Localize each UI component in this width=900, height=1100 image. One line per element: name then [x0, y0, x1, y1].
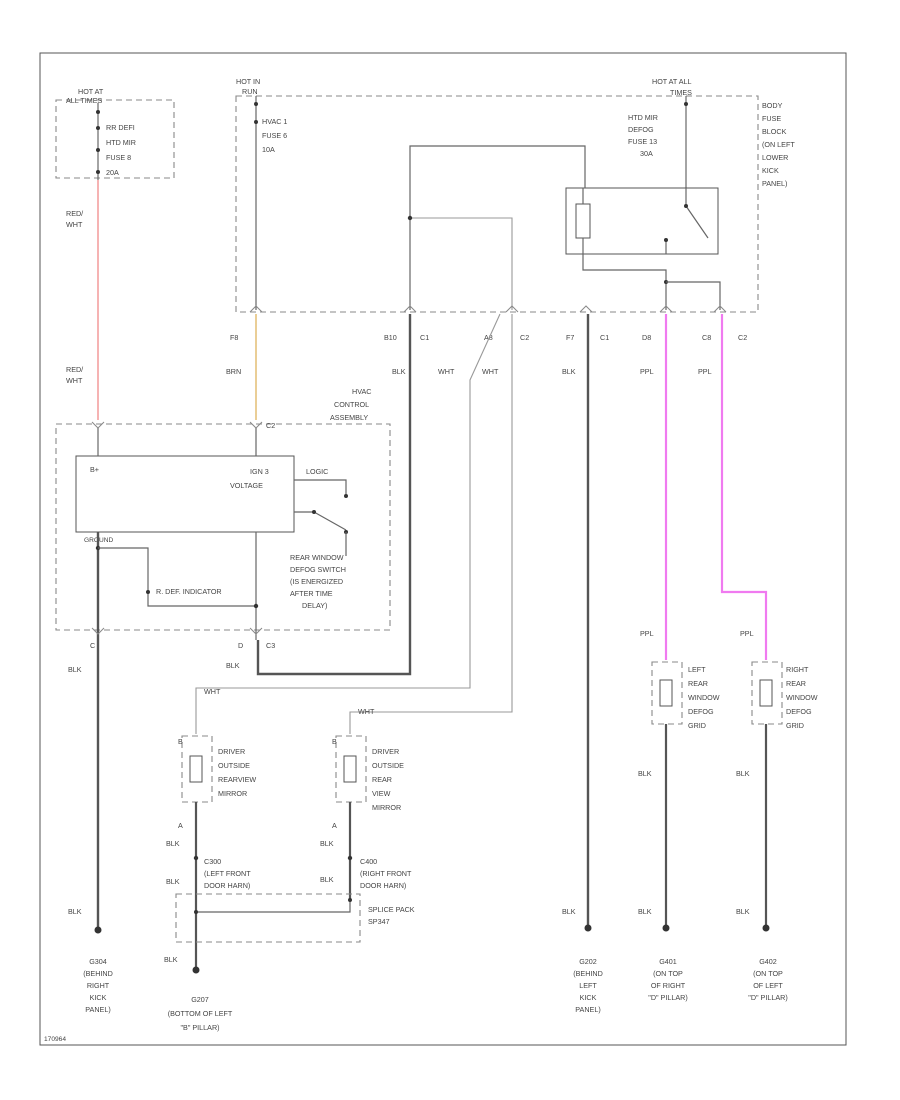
wire-label-blk-pm: BLK	[320, 839, 334, 848]
fuse-box-left	[55, 99, 175, 179]
conn-c1b: C1	[600, 333, 609, 342]
logic-label: LOGIC	[306, 467, 328, 476]
pin-b-right: B	[332, 737, 337, 746]
wire-label-blk-g202: BLK	[562, 907, 576, 916]
wire-blk-b10	[256, 314, 412, 676]
wire-wht-a8	[195, 313, 501, 734]
wire-label-red-wht-bot: RED/WHT	[66, 365, 83, 385]
left-grid-box	[651, 661, 683, 725]
rr-def-indicator-label: R. DEF. INDICATOR	[156, 587, 222, 596]
conn-b10: B10	[384, 333, 397, 342]
wire-label-blk-g304: BLK	[68, 907, 82, 916]
conn-c2b: C2	[738, 333, 747, 342]
wire-label-brn: BRN	[226, 367, 241, 376]
ground-g207-label: G207(BOTTOM OF LEFT"B" PILLAR)	[168, 995, 233, 1032]
hvac-module	[75, 455, 295, 533]
wire-label-blk-dm: BLK	[166, 839, 180, 848]
diagram-border	[39, 52, 847, 1046]
conn-f7: F7	[566, 333, 574, 342]
wire-label-blk-c3: BLK	[226, 661, 240, 670]
pin-a-left: A	[178, 821, 183, 830]
wire-label-blk-sl: BLK	[166, 877, 180, 886]
ppl-left-grid-label: PPL	[640, 629, 654, 638]
wire-label-blk-rrg: BLK	[736, 769, 750, 778]
wire-label-blk-f7: BLK	[562, 367, 576, 376]
wire-wht-c2	[349, 314, 513, 734]
pass-mirror-box	[335, 735, 367, 803]
wire-label-red-wht-top: RED/WHT	[66, 209, 83, 229]
wire-label-ppl-c8: PPL	[698, 367, 712, 376]
defog-relay	[565, 187, 719, 255]
conn-d8: D8	[642, 333, 651, 342]
conn-d-pin: D	[238, 641, 243, 650]
conn-c-left-pin: C	[90, 641, 95, 650]
b-plus-label: B+	[90, 465, 99, 474]
conn-c1a: C1	[420, 333, 429, 342]
conn-c2a: C2	[520, 333, 529, 342]
wire-label-blk-lrg: BLK	[638, 769, 652, 778]
wire-ppl-c8	[720, 314, 768, 660]
wire-label-blk-g402: BLK	[736, 907, 750, 916]
pin-a-right: A	[332, 821, 337, 830]
wire-label-blk-g: BLK	[164, 955, 178, 964]
pin-b-left: B	[178, 737, 183, 746]
wire-label-wht-c2: WHT	[482, 367, 499, 376]
splice-pack-box	[175, 893, 361, 943]
wire-label-blk-sr: BLK	[320, 875, 334, 884]
wire-label-blk-b10: BLK	[392, 367, 406, 376]
wire-label-ppl-d8: PPL	[640, 367, 654, 376]
wire-label-blk-left: BLK	[68, 665, 82, 674]
wire-label-wht-a8: WHT	[438, 367, 455, 376]
conn-f8: F8	[230, 333, 238, 342]
conn-c2-hvac: C2	[266, 421, 275, 430]
conn-a8: A8	[484, 333, 493, 342]
body-fuse-block	[235, 95, 759, 313]
right-grid-box	[751, 661, 783, 725]
driver-mirror-box	[181, 735, 213, 803]
footer-code: 170964	[44, 1036, 66, 1043]
wire-label-wht-pass: WHT	[358, 707, 375, 716]
connector-markers	[249, 305, 727, 313]
ppl-right-grid-label: PPL	[740, 629, 754, 638]
wire-label-blk-g401: BLK	[638, 907, 652, 916]
conn-c3: C3	[266, 641, 275, 650]
wire-label-wht-driver: WHT	[204, 687, 221, 696]
conn-c8: C8	[702, 333, 711, 342]
